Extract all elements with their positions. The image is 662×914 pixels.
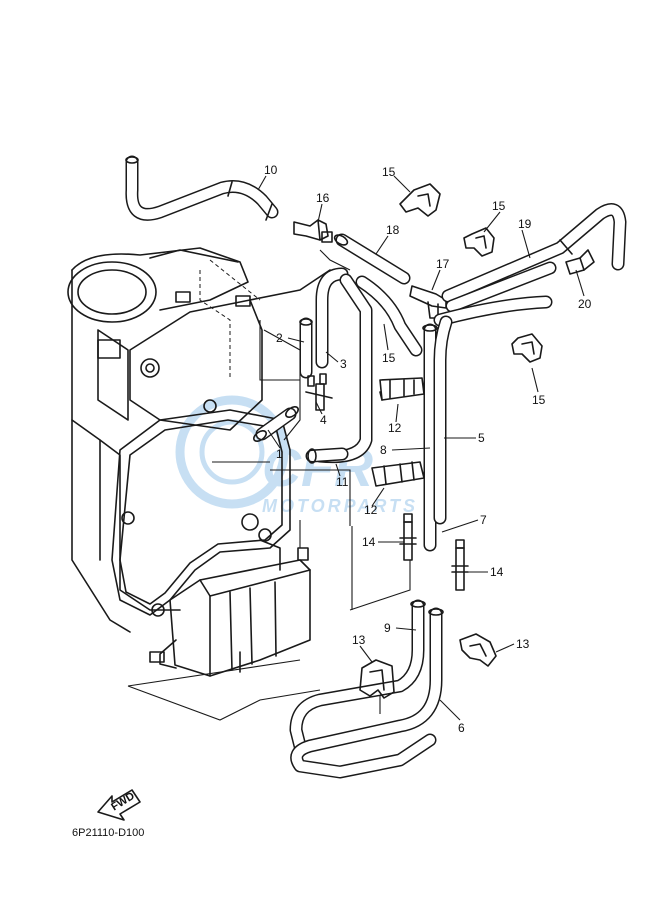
gasket-outline (111, 399, 291, 617)
engine-body (67, 247, 331, 633)
callout-12-upper: 12 (388, 421, 402, 435)
hose-10 (125, 155, 279, 221)
joint-4 (305, 373, 333, 411)
callout-7: 7 (480, 513, 487, 527)
joint-14-left (399, 513, 417, 561)
callout-3: 3 (340, 357, 347, 371)
clip-13-left (359, 659, 395, 699)
callout-14-right: 14 (490, 565, 504, 579)
hose-2 (299, 317, 313, 379)
clip-15-top (399, 183, 441, 217)
callout-14-left: 14 (362, 535, 376, 549)
hose-6 (290, 607, 444, 779)
callout-12-lower: 12 (364, 503, 378, 517)
hose-5 (422, 315, 453, 552)
callout-17: 17 (436, 257, 450, 271)
leader-lines (257, 175, 585, 721)
hose-1 (253, 406, 299, 442)
callout-16: 16 (316, 191, 330, 205)
callout-13-left: 13 (352, 633, 366, 647)
clip-15-right-lower (511, 333, 543, 363)
hose-11 (305, 447, 349, 464)
callout-2: 2 (276, 331, 283, 345)
clamp-12-lower (371, 461, 425, 487)
callout-20: 20 (578, 297, 592, 311)
joint-20 (565, 249, 595, 275)
callout-15-right-upper: 15 (492, 199, 506, 213)
callout-15-top: 15 (382, 165, 396, 179)
hose-18 (333, 233, 411, 285)
callout-15-mid: 15 (382, 351, 396, 365)
hose-9 (289, 599, 426, 753)
clamp-12-upper (379, 377, 425, 401)
callout-9: 9 (384, 621, 391, 635)
diagram-code: 6P21110-D100 (72, 827, 144, 839)
fwd-arrow-icon: FWD (97, 789, 141, 821)
callouts: 10 16 15 15 19 18 17 20 15 15 2 3 4 5 1 … (264, 163, 592, 735)
callout-1: 1 (276, 447, 283, 461)
watermark-sub: MOTORPARTS (262, 496, 418, 516)
filter-canister (149, 513, 311, 677)
callout-11: 11 (336, 475, 349, 489)
callout-15-right-lower: 15 (532, 393, 546, 407)
callout-19: 19 (518, 217, 532, 231)
callout-6: 6 (458, 721, 465, 735)
clip-13-right (459, 633, 497, 667)
hose-19 (441, 203, 627, 313)
clip-15-right-upper (463, 227, 495, 257)
joint-16 (293, 219, 333, 243)
callout-4: 4 (320, 413, 327, 427)
joint-14-right (451, 539, 469, 591)
callout-5: 5 (478, 431, 485, 445)
watermark: CFR MOTORPARTS (175, 395, 418, 516)
hose-15-bend (355, 275, 553, 357)
callout-13-right: 13 (516, 637, 530, 651)
reference-lines (127, 249, 411, 721)
callout-8: 8 (380, 443, 387, 457)
callout-18: 18 (386, 223, 400, 237)
fwd-label: FWD (109, 790, 137, 813)
callout-10: 10 (264, 163, 278, 177)
